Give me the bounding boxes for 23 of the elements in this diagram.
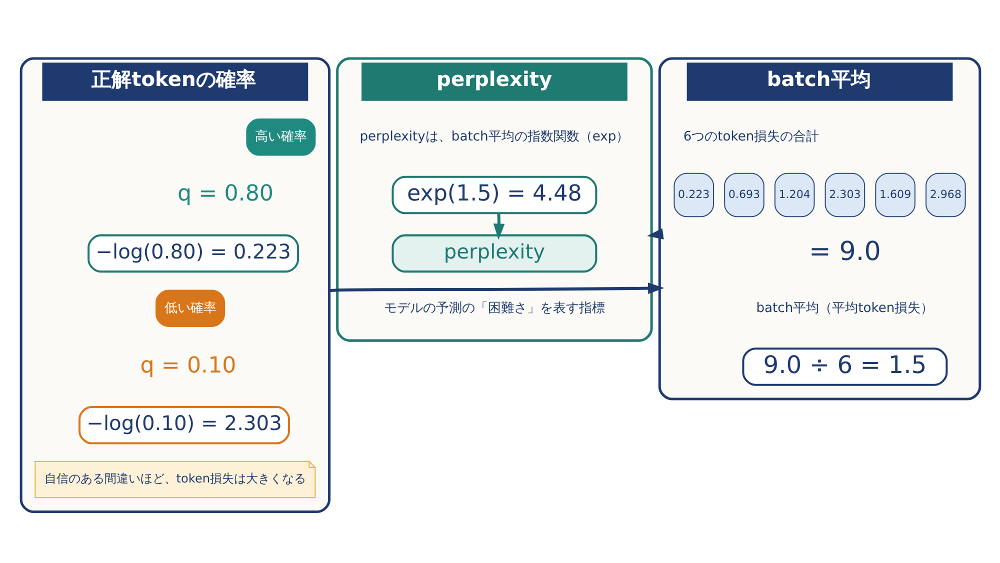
label: q = 0.80 [177, 180, 274, 206]
label: モデルの予測の「困難さ」を表す指標 [383, 300, 604, 316]
node-box: −log(0.10) = 2.303 [78, 406, 290, 444]
node-box: 高い確率 [246, 118, 316, 156]
arrow [646, 228, 664, 239]
node-box: exp(1.5) = 4.48 [391, 175, 597, 214]
node-box: 2.968 [925, 172, 966, 217]
label: = 9.0 [808, 236, 880, 266]
node-box: −log(0.80) = 0.223 [87, 234, 299, 272]
label: q = 0.10 [140, 352, 236, 378]
arrow [328, 282, 664, 294]
node-box: 0.693 [724, 172, 764, 217]
node-box: 2.303 [824, 172, 865, 217]
node-box: 9.0 ÷ 6 = 1.5 [742, 347, 948, 386]
label: 6つのtoken損失の合計 [682, 129, 819, 144]
node-box: 1.204 [774, 172, 814, 217]
node-box: perplexity [391, 234, 597, 272]
node-box: 低い確率 [155, 289, 225, 326]
node-box: 0.223 [673, 172, 714, 217]
node-box: 1.609 [874, 172, 915, 217]
label: batch平均（平均token損失） [756, 300, 934, 316]
label: perplexityは、batch平均の指数関数（exp） [359, 129, 629, 144]
arrow [492, 212, 504, 240]
